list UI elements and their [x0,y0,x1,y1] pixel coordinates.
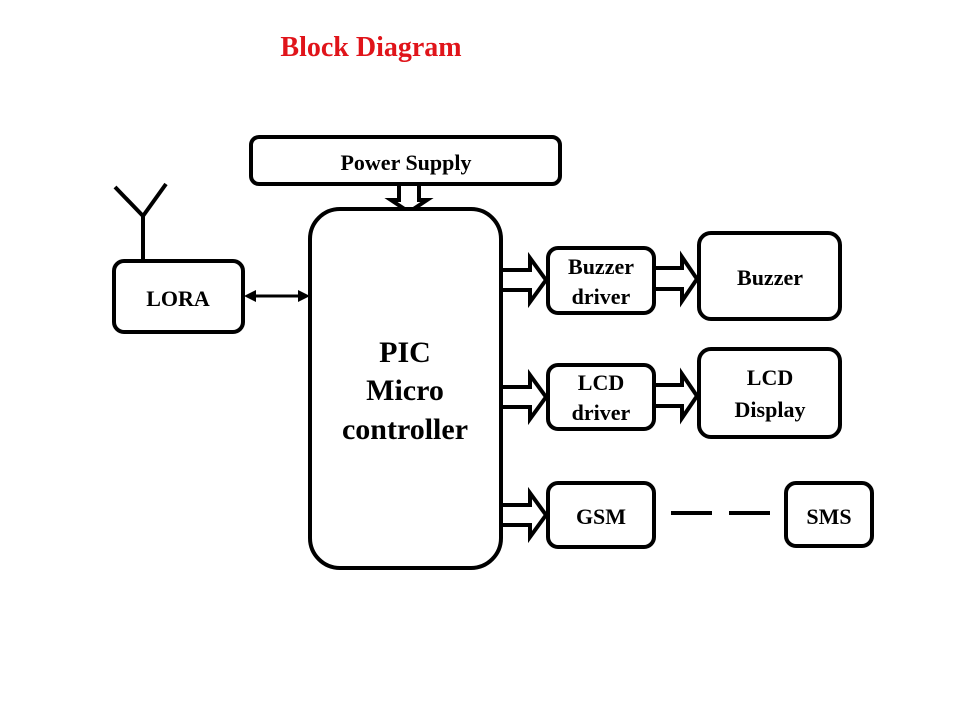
buzzer-driver-label-line2: driver [572,284,631,309]
buzzer-driver-to-buzzer-arrow [656,250,700,308]
antenna-icon [113,182,168,260]
power-supply-label: Power Supply [340,150,471,175]
lcd-display-block: LCD Display [697,347,842,439]
power-supply-block: Power Supply [249,135,562,186]
buzzer-driver-label-line1: Buzzer [568,254,634,279]
pic-microcontroller-block: PIC Micro controller [308,207,503,570]
lora-mcu-bidirectional-arrow [244,290,310,302]
lcd-display-label-line1: LCD [747,365,793,390]
lora-label: LORA [146,286,210,311]
gsm-block: GSM [546,481,656,549]
sms-block: SMS [784,481,874,548]
mcu-label-line3: controller [342,413,468,446]
mcu-label-line2: Micro [366,374,444,407]
buzzer-label: Buzzer [737,265,803,290]
lcd-display-label-line2: Display [735,397,806,422]
buzzer-block: Buzzer [697,231,842,321]
lcd-driver-label-line2: driver [572,400,631,425]
lcd-driver-block: LCD driver [546,363,656,431]
gsm-label: GSM [576,504,626,529]
mcu-to-lcd-driver-arrow [503,368,549,426]
mcu-label-line1: PIC [379,336,431,369]
buzzer-driver-block: Buzzer driver [546,246,656,315]
mcu-to-gsm-arrow [503,486,549,544]
lcd-driver-label-line1: LCD [578,370,624,395]
mcu-to-buzzer-driver-arrow [503,251,549,309]
lcd-driver-to-lcd-display-arrow [656,367,700,425]
lora-block: LORA [112,259,245,334]
diagram-title: Block Diagram [280,32,461,63]
sms-label: SMS [806,504,851,529]
